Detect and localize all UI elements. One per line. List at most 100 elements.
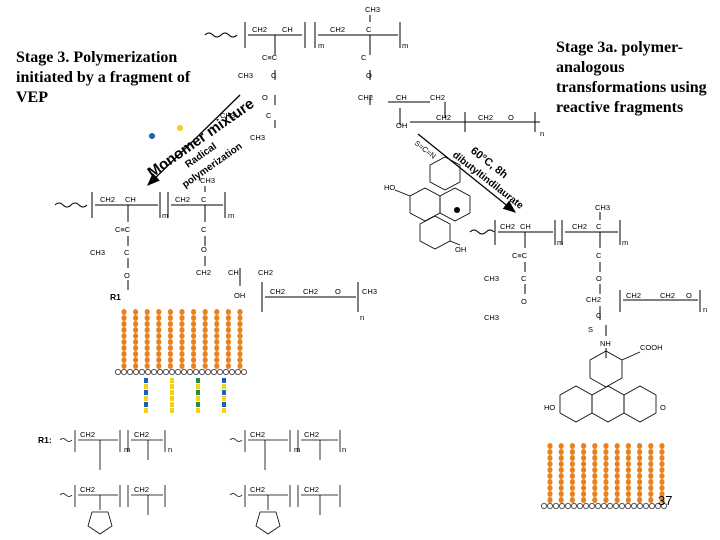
brush-bead — [133, 321, 139, 327]
svg-text:CH2: CH2 — [252, 25, 267, 34]
brush-bead — [547, 479, 553, 485]
surface-bead — [546, 502, 554, 510]
brush-bead — [156, 345, 162, 351]
brush-bead — [144, 363, 150, 369]
brush-bead — [569, 449, 576, 455]
svg-text:CH2: CH2 — [626, 291, 641, 300]
surface-bead — [126, 368, 134, 376]
brush-bead — [167, 309, 173, 315]
r1-definitions — [59, 430, 341, 535]
svg-text:C≡C: C≡C — [115, 225, 131, 234]
svg-text:CH3: CH3 — [362, 287, 377, 296]
svg-text:CH2: CH2 — [250, 430, 265, 439]
blue-dot — [149, 133, 155, 139]
brush-bead — [225, 345, 231, 351]
brush-bead — [637, 497, 643, 503]
brush-bead — [603, 497, 609, 503]
brush-bead — [659, 497, 665, 503]
brush-bead — [614, 455, 620, 461]
brush-bead — [558, 455, 564, 461]
brush-bead — [547, 467, 553, 473]
surface-bead — [156, 368, 164, 376]
brush-bead — [603, 467, 609, 473]
svg-text:CH3: CH3 — [595, 203, 610, 212]
surface-bead — [606, 502, 614, 510]
svg-text:C: C — [271, 71, 277, 80]
surface-bead — [660, 502, 668, 510]
svg-text:O: O — [660, 403, 666, 412]
brush-bead — [648, 473, 654, 479]
svg-text:CH2: CH2 — [478, 113, 493, 122]
brush-bead — [637, 461, 643, 467]
page-number: 37 — [658, 493, 673, 508]
brush-bead — [581, 443, 587, 449]
brush-bead — [625, 467, 632, 473]
brush-bead — [625, 461, 632, 467]
brush-bead — [144, 357, 150, 363]
brush-bead — [121, 345, 127, 351]
svg-text:COOH: COOH — [640, 343, 663, 352]
svg-text:C: C — [201, 225, 207, 234]
brush-bead — [558, 485, 564, 491]
copolymer-segment — [196, 378, 200, 383]
brush-bead — [237, 333, 243, 339]
surface-bead — [576, 502, 584, 510]
brush-bead — [558, 473, 564, 479]
brush-bead — [592, 443, 598, 449]
svg-text:m: m — [622, 238, 628, 247]
surface-bead — [240, 368, 248, 376]
brush-bead — [191, 357, 197, 363]
brush-bead — [179, 339, 185, 345]
brush-bead — [133, 309, 139, 315]
surface-bead — [150, 368, 158, 376]
brush-bead — [659, 491, 665, 497]
brush-bead — [648, 461, 654, 467]
brush-bead — [191, 321, 197, 327]
brush-bead — [581, 449, 587, 455]
surface-bead — [642, 502, 650, 510]
left-copolymer-chains — [144, 378, 226, 413]
brush-bead — [659, 473, 665, 479]
surface-bead — [624, 502, 632, 510]
brush-bead — [569, 443, 576, 449]
brush-bead — [547, 443, 553, 449]
right-product-labels: CH2 CH CH2 CH3 C m m C≡C C CH3 C O O CH2… — [484, 203, 707, 412]
brush-bead — [179, 357, 185, 363]
brush-bead — [648, 497, 654, 503]
brush-bead — [592, 449, 598, 455]
svg-text:CH2: CH2 — [196, 268, 211, 277]
svg-text:CH3: CH3 — [200, 176, 215, 185]
surface-bead — [630, 502, 638, 510]
brush-bead — [156, 315, 162, 321]
copolymer-segment — [144, 384, 148, 389]
brush-bead — [225, 363, 231, 369]
brush-bead — [225, 333, 231, 339]
svg-text:m: m — [557, 238, 563, 247]
brush-bead — [214, 333, 220, 339]
brush-bead — [581, 461, 587, 467]
copolymer-segment — [196, 384, 200, 389]
brush-bead — [603, 473, 609, 479]
brush-bead — [144, 321, 150, 327]
fitc-ho-label: HO — [384, 183, 395, 192]
brush-bead — [603, 461, 609, 467]
brush-bead — [191, 345, 197, 351]
svg-text:CH3: CH3 — [365, 5, 380, 14]
svg-text:C: C — [361, 53, 367, 62]
brush-bead — [133, 363, 139, 369]
svg-text:m: m — [228, 211, 234, 220]
brush-bead — [191, 309, 197, 315]
brush-bead — [614, 443, 620, 449]
brush-bead — [569, 497, 576, 503]
brush-bead — [625, 497, 632, 503]
brush-bead — [581, 479, 587, 485]
svg-text:O: O — [335, 287, 341, 296]
brush-bead — [144, 339, 150, 345]
svg-text:C≡C: C≡C — [512, 251, 528, 260]
brush-bead — [214, 321, 220, 327]
brush-bead — [202, 315, 208, 321]
brush-bead — [648, 479, 654, 485]
top-polymer-structure — [204, 15, 540, 132]
brush-bead — [659, 455, 665, 461]
